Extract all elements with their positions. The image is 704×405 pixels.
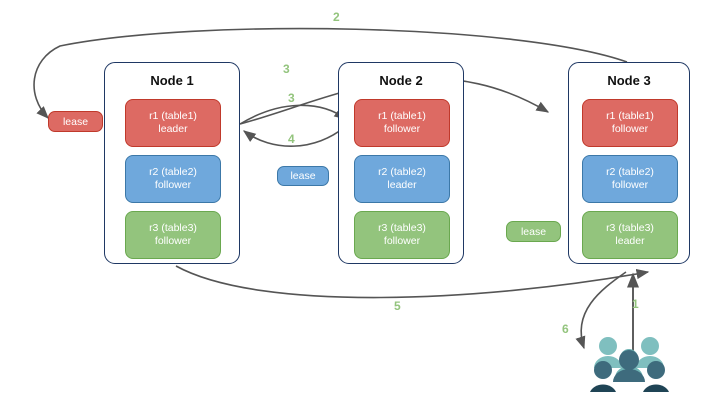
step-label-5: 5 xyxy=(394,299,401,313)
lease-range2-badge[interactable]: lease xyxy=(277,166,329,186)
node-1-range-r1[interactable]: r1 (table1) leader xyxy=(125,99,221,147)
node-2-title: Node 2 xyxy=(379,73,423,88)
node-1-range-r1-role: leader xyxy=(158,123,188,135)
node-2-range-r3[interactable]: r3 (table3) follower xyxy=(354,211,450,259)
node-1-container[interactable]: Node 1 r1 (table1) leader r2 (table2) fo… xyxy=(104,62,240,264)
node-1-range-r2-name: r2 (table2) xyxy=(149,166,197,178)
node-1-range-r3-name: r3 (table3) xyxy=(149,222,197,234)
node-3-range-r3-role: leader xyxy=(615,235,645,247)
node-1-range-r3-role: follower xyxy=(154,235,192,247)
step-label-3a: 3 xyxy=(283,62,290,76)
node-2-range-r3-role: follower xyxy=(383,235,421,247)
users-group-icon xyxy=(588,334,674,396)
node-2-range-r2-role: leader xyxy=(387,179,417,191)
edge-6-client-response xyxy=(575,271,627,350)
node-3-title: Node 3 xyxy=(607,73,651,88)
node-2-range-r2[interactable]: r2 (table2) leader xyxy=(354,155,450,203)
node-3-range-r2-name: r2 (table2) xyxy=(606,166,654,178)
node-3-range-r2[interactable]: r2 (table2) follower xyxy=(582,155,678,203)
node-3-range-r1-name: r1 (table1) xyxy=(606,110,654,122)
node-2-range-r1[interactable]: r1 (table1) follower xyxy=(354,99,450,147)
step-label-1: 1 xyxy=(632,297,639,311)
edge-4-ack-node2 xyxy=(242,125,347,147)
node-3-range-r1[interactable]: r1 (table1) follower xyxy=(582,99,678,147)
node-2-range-r1-name: r1 (table1) xyxy=(378,110,426,122)
node-1-range-r1-name: r1 (table1) xyxy=(149,110,197,122)
node-3-range-r3-name: r3 (table3) xyxy=(606,222,654,234)
node-2-container[interactable]: Node 2 r1 (table1) follower r2 (table2) … xyxy=(338,62,464,264)
step-label-3b: 3 xyxy=(288,91,295,105)
lease-range3-badge[interactable]: lease xyxy=(506,221,561,242)
node-1-range-r3[interactable]: r3 (table3) follower xyxy=(125,211,221,259)
lease-range1-badge[interactable]: lease xyxy=(48,111,103,132)
node-1-range-r2-role: follower xyxy=(154,179,192,191)
node-3-container[interactable]: Node 3 r1 (table1) follower r2 (table2) … xyxy=(568,62,690,264)
node-2-range-r1-role: follower xyxy=(383,123,421,135)
node-2-range-r2-name: r2 (table2) xyxy=(378,166,426,178)
step-label-2: 2 xyxy=(333,10,340,24)
node-3-range-r3[interactable]: r3 (table3) leader xyxy=(582,211,678,259)
edge-5-response xyxy=(175,265,650,299)
node-2-range-r3-name: r3 (table3) xyxy=(378,222,426,234)
node-3-range-r2-role: follower xyxy=(611,179,649,191)
node-1-title: Node 1 xyxy=(150,73,194,88)
edge-2-lease-transfer xyxy=(33,27,628,119)
edge-3-replicate-node2 xyxy=(239,104,348,125)
step-label-4: 4 xyxy=(288,132,295,146)
node-3-range-r1-role: follower xyxy=(611,123,649,135)
step-label-6: 6 xyxy=(562,322,569,336)
node-1-range-r2[interactable]: r2 (table2) follower xyxy=(125,155,221,203)
